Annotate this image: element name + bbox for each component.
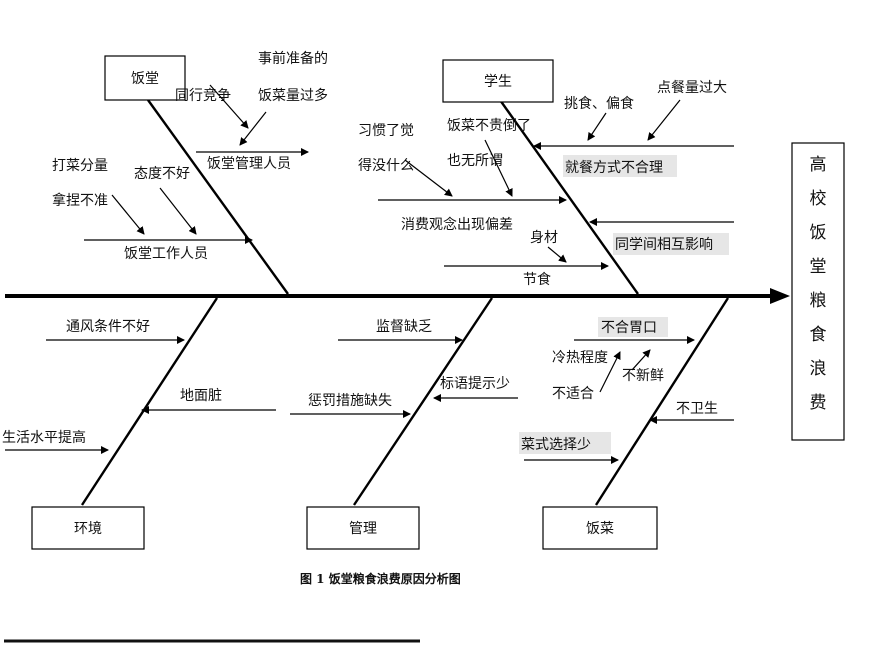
effect-char: 粮 <box>810 291 827 311</box>
highlight-taste <box>598 317 668 337</box>
cause-label-habit-line2: 得没什么 <box>358 157 414 174</box>
figure-caption: 图 1 饭堂粮食浪费原因分析图 <box>300 571 461 586</box>
cause-label-peer: 同学间相互影响 <box>615 237 713 253</box>
cause-label-fresh: 不新鲜 <box>622 368 664 384</box>
effect-char: 堂 <box>810 257 827 277</box>
category-label: 环境 <box>74 521 102 537</box>
rib-dishes <box>594 297 730 506</box>
rib-canteen <box>147 99 289 295</box>
sub-arrow-fresh <box>631 349 651 371</box>
cause-label-supervision: 监督缺乏 <box>376 319 432 335</box>
sub-arrow-body <box>547 246 567 263</box>
effect-box: 高 校 饭 堂 粮 食 浪 费 <box>791 142 845 441</box>
effect-char: 校 <box>810 189 827 209</box>
category-box-management: 管理 <box>306 506 420 550</box>
category-box-canteen: 饭堂 <box>104 55 186 101</box>
sub-arrow-habit <box>404 159 453 197</box>
highlight-peer <box>613 233 729 255</box>
cause-label-habit-line1: 习惯了觉 <box>358 122 414 139</box>
cause-label-overorder: 点餐量过大 <box>657 80 727 96</box>
category-box-dishes: 饭菜 <box>542 506 658 550</box>
cause-label-choice: 菜式选择少 <box>521 437 591 453</box>
effect-char: 浪 <box>810 359 827 379</box>
sub-arrow-overorder <box>647 99 681 141</box>
category-label: 饭菜 <box>586 521 614 537</box>
sub-arrow-temp <box>599 351 621 393</box>
cause-label-picky: 挑食、偏食 <box>564 95 634 112</box>
cause-label-temp-line2: 不适合 <box>552 386 594 402</box>
category-box-environment: 环境 <box>31 506 145 550</box>
cause-label-cheap-line2: 也无所谓 <box>447 153 503 169</box>
cause-label-attitude: 态度不好 <box>134 166 190 182</box>
effect-char: 费 <box>810 393 827 413</box>
rib-student <box>499 99 639 295</box>
cause-label-prep-line2: 饭菜量过多 <box>258 87 328 104</box>
cause-label-competition: 同行竞争 <box>175 87 231 104</box>
category-box-student: 学生 <box>442 59 554 103</box>
cause-label-portion-line2: 拿捏不准 <box>52 192 108 209</box>
sub-arrow-cheap <box>484 139 513 197</box>
cause-label-ordering: 就餐方式不合理 <box>565 160 663 176</box>
cause-label-body: 身材 <box>530 230 558 246</box>
cause-label-ventilation: 通风条件不好 <box>66 318 150 335</box>
cause-label-prep-line1: 事前准备的 <box>258 50 328 67</box>
sub-arrow-competition <box>209 84 249 129</box>
cause-label-living: 生活水平提高 <box>2 429 86 446</box>
highlight-choice <box>519 432 611 454</box>
effect-char: 食 <box>810 325 827 345</box>
sub-arrow-portion <box>111 194 145 235</box>
cause-label-slogan: 标语提示少 <box>440 376 510 392</box>
cause-label-hygiene: 不卫生 <box>676 401 718 417</box>
category-label: 饭堂 <box>131 71 159 87</box>
sub-arrow-picky <box>587 112 607 141</box>
cause-label-portion-line1: 打菜分量 <box>52 157 108 174</box>
cause-label-consumption: 消费观念出现偏差 <box>401 216 513 233</box>
effect-char: 高 <box>810 155 827 175</box>
rib-environment <box>80 297 219 506</box>
spine-arrowhead <box>770 288 790 304</box>
cause-label-canteen-manager: 饭堂管理人员 <box>207 156 291 172</box>
cause-label-thrift: 节食 <box>523 271 551 288</box>
cause-label-canteen-staff: 饭堂工作人员 <box>124 246 208 262</box>
cause-label-taste: 不合胃口 <box>601 320 657 336</box>
highlight-ordering <box>563 155 677 177</box>
rib-management <box>353 297 493 506</box>
effect-char: 饭 <box>810 223 827 243</box>
sub-arrow-prep <box>239 111 267 146</box>
cause-label-cheap-line1: 饭菜不贵倒了 <box>447 118 531 134</box>
cause-label-temp-line1: 冷热程度 <box>552 350 608 366</box>
cause-label-floor: 地面脏 <box>180 388 222 404</box>
category-label: 学生 <box>484 74 512 90</box>
sub-arrow-attitude <box>159 187 197 235</box>
cause-label-penalty: 惩罚措施缺失 <box>308 393 392 409</box>
category-label: 管理 <box>349 521 377 537</box>
